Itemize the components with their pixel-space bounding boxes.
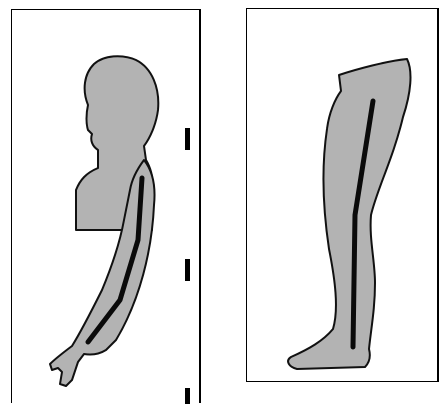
- leg-silhouette: [288, 59, 410, 369]
- arm-illustration: [12, 10, 202, 404]
- leg-illustration: [247, 9, 440, 383]
- arm-panel: [11, 9, 201, 403]
- scale-tick: [185, 128, 190, 150]
- leg-panel: [246, 8, 439, 382]
- scale-tick: [185, 259, 190, 281]
- scale-tick: [185, 388, 190, 404]
